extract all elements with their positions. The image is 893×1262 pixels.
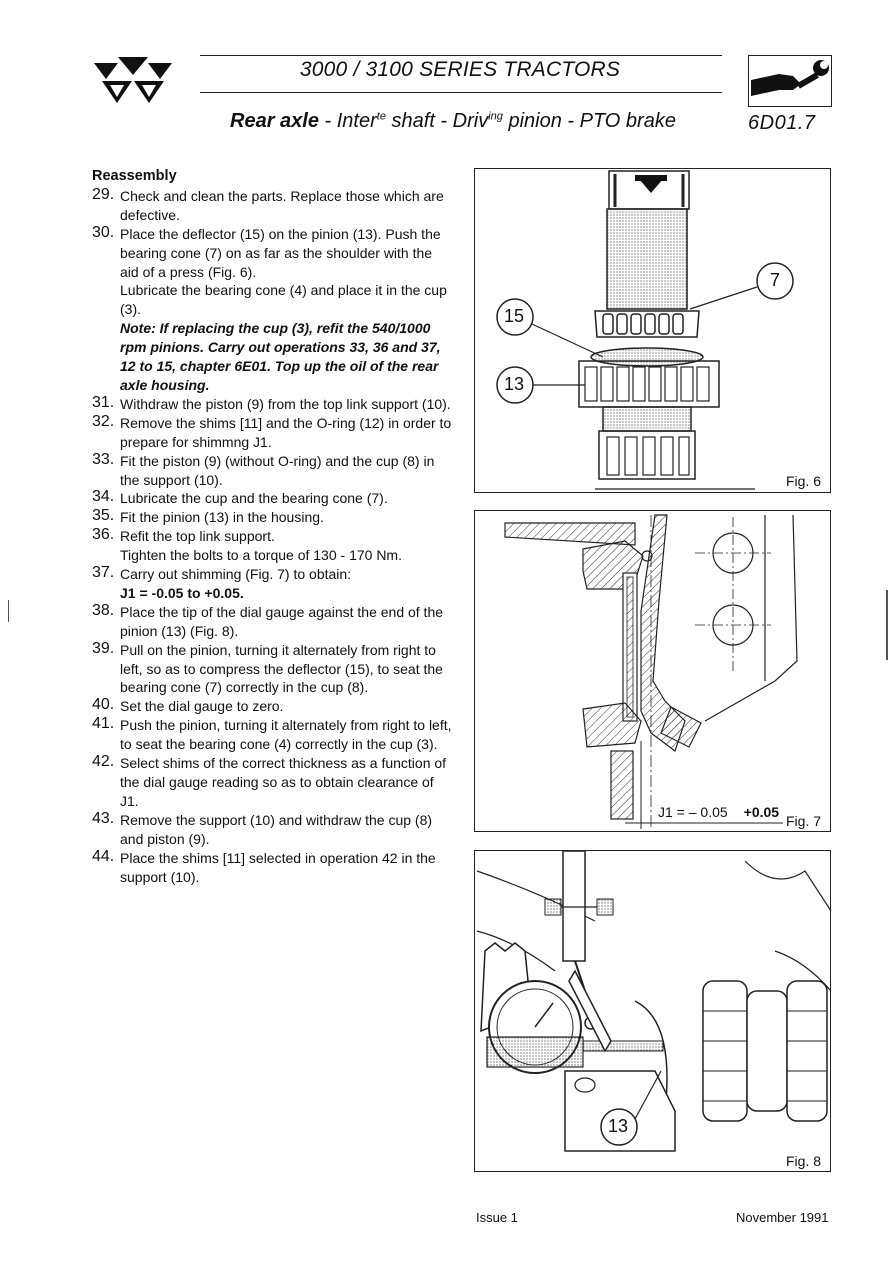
step-44: 44. Place the shims [11] selected in oper… xyxy=(92,847,452,887)
hand-wrench-icon xyxy=(748,55,832,107)
step-33: 33. Fit the piston (9) (without O-ring) a… xyxy=(92,450,452,490)
step-number: 43. xyxy=(92,809,115,827)
step-38: 38. Place the tip of the dial gauge again… xyxy=(92,601,452,641)
figure-7-shimming-section: J1 = – 0.05 +0.05 Fig. 7 xyxy=(474,510,831,832)
step-36: 36. Refit the top link support. Tighten th… xyxy=(92,526,452,565)
figure-label: Fig. 6 xyxy=(783,473,825,489)
step-note: Note: If replacing the cup (3), refit th… xyxy=(120,320,441,393)
step-number: 41. xyxy=(92,715,115,733)
step-number: 32. xyxy=(92,412,115,430)
clearance-spec: J1 = -0.05 to +0.05. xyxy=(120,584,244,601)
right-margin-mark xyxy=(886,590,888,660)
step-number: 29. xyxy=(92,185,115,203)
step-number: 40. xyxy=(92,696,115,714)
footer-date: November 1991 xyxy=(736,1210,829,1225)
figure-label: Fig. 8 xyxy=(783,1153,825,1169)
step-text: Pull on the pinion, turning it alternate… xyxy=(120,641,443,696)
subtitle-part: shaft - Driv xyxy=(385,110,489,132)
figure-label: Fig. 7 xyxy=(783,813,825,829)
massey-ferguson-logo-icon xyxy=(94,57,172,103)
step-39: 39. Pull on the pinion, turning it altern… xyxy=(92,639,452,698)
step-number: 36. xyxy=(92,526,115,544)
figure-8-dial-gauge: 13 Fig. 8 xyxy=(474,850,832,1172)
step-number: 33. xyxy=(92,450,115,468)
step-text: Refit the top link support. xyxy=(120,528,275,545)
step-text: Tighten the bolts to a torque of 130 - 1… xyxy=(120,547,402,564)
step-number: 44. xyxy=(92,847,115,865)
step-number: 34. xyxy=(92,488,115,506)
subtitle-part: - Inter xyxy=(318,110,377,132)
step-number: 31. xyxy=(92,393,115,411)
dimension-plus: +0.05 xyxy=(743,804,780,820)
step-34: 34. Lubricate the cup and the bearing con… xyxy=(92,488,452,508)
step-number: 38. xyxy=(92,601,115,619)
step-text: Lubricate the cup and the bearing cone (… xyxy=(120,490,388,507)
subtitle-sup: ing xyxy=(488,110,503,123)
step-text: Place the shims [11] selected in operati… xyxy=(120,849,436,885)
footer-issue: Issue 1 xyxy=(476,1210,518,1225)
step-37: 37. Carry out shimming (Fig. 7) to obtain… xyxy=(92,564,452,603)
left-margin-mark xyxy=(8,600,9,622)
section-heading: Reassembly xyxy=(92,168,177,184)
step-text: Check and clean the parts. Replace those… xyxy=(120,187,444,223)
step-text: Fit the pinion (13) in the housing. xyxy=(120,509,324,526)
subtitle-sup: te xyxy=(376,110,386,123)
step-41: 41. Push the pinion, turning it alternate… xyxy=(92,715,452,754)
step-number: 35. xyxy=(92,507,115,525)
step-text: Remove the shims [11] and the O-ring (12… xyxy=(120,414,452,450)
step-40: 40. Set the dial gauge to zero. xyxy=(92,696,452,716)
step-text: Carry out shimming (Fig. 7) to obtain: xyxy=(120,566,352,583)
page-code: 6D01.7 xyxy=(748,112,816,134)
callout-13: 13 xyxy=(608,1116,629,1136)
step-text: Remove the support (10) and withdraw the… xyxy=(120,811,433,847)
series-title: 3000 / 3100 SERIES TRACTORS xyxy=(299,58,621,81)
callout-13: 13 xyxy=(504,374,525,394)
figure-6-pinion-press: 7 15 13 Fig. 6 xyxy=(474,168,831,493)
step-text: Select shims of the correct thickness as… xyxy=(120,755,447,809)
step-30: 30. Place the deflector (15) on the pinio… xyxy=(92,223,452,395)
step-43: 43. Remove the support (10) and withdraw … xyxy=(92,809,452,849)
step-35: 35. Fit the pinion (13) in the housing. xyxy=(92,507,452,527)
step-number: 42. xyxy=(92,753,115,771)
subtitle-bold: Rear axle xyxy=(230,110,319,132)
step-text: Place the deflector (15) on the pinion (… xyxy=(120,225,441,280)
step-text: Withdraw the piston (9) from the top lin… xyxy=(120,395,451,412)
callout-15: 15 xyxy=(504,306,525,326)
dimension-value: J1 = – 0.05 xyxy=(658,804,728,820)
header-rule-bottom xyxy=(200,92,722,93)
step-31: 31. Withdraw the piston (9) from the top … xyxy=(92,393,452,414)
step-29: 29. Check and clean the parts. Replace th… xyxy=(92,185,452,225)
reassembly-text: Reassembly 29. Check and clean the parts.… xyxy=(92,167,452,886)
step-text: Lubricate the bearing cone (4) and place… xyxy=(120,282,447,318)
section-subtitle: Rear axle - Interte shaft - Driving pini… xyxy=(230,110,676,133)
subtitle-part: pinion - PTO brake xyxy=(502,110,676,132)
clearance-dimension: J1 = – 0.05 +0.05 xyxy=(655,804,783,820)
step-number: 30. xyxy=(92,223,115,241)
callout-7: 7 xyxy=(770,270,781,290)
step-number: 37. xyxy=(92,564,115,582)
step-text: Place the tip of the dial gauge against … xyxy=(120,603,444,639)
step-32: 32. Remove the shims [11] and the O-ring … xyxy=(92,412,452,452)
step-text: Set the dial gauge to zero. xyxy=(120,698,284,715)
step-42: 42. Select shims of the correct thickness… xyxy=(92,753,452,811)
step-text: Push the pinion, turning it alternately … xyxy=(120,717,452,753)
step-number: 39. xyxy=(92,639,115,657)
header-rule-top xyxy=(200,55,722,56)
step-text: Fit the piston (9) (without O-ring) and … xyxy=(120,452,435,488)
